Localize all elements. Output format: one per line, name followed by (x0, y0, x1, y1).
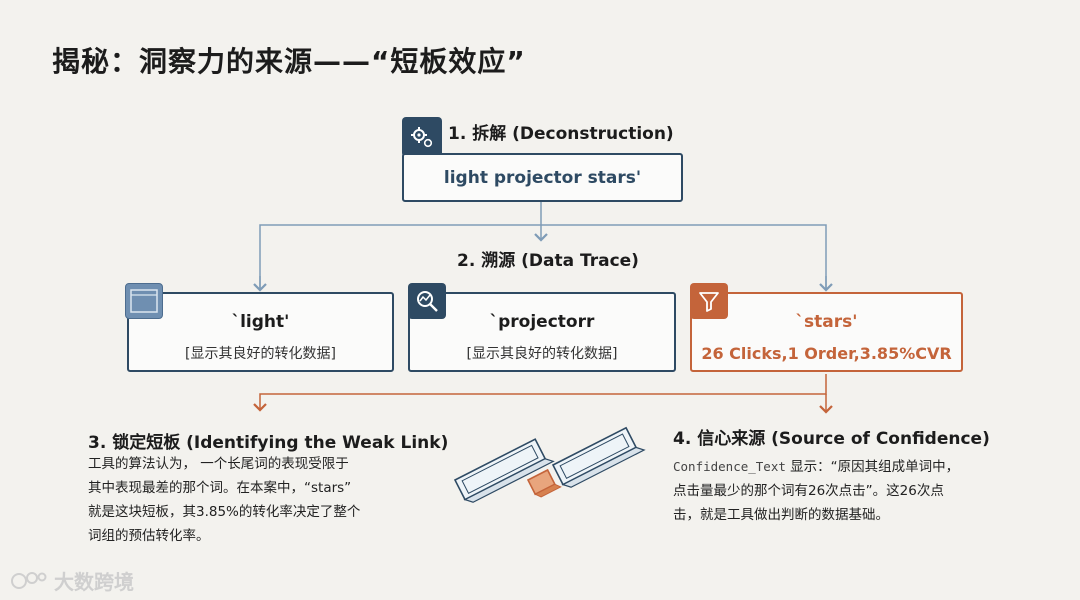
notebook-icon (125, 283, 163, 319)
step4-text: Confidence_Text 显示：“原因其组成单词中， 点击量最少的那个词有… (673, 455, 1013, 527)
watermark-logo-icon (10, 570, 48, 592)
step4-label: 4. 信心来源 (Source of Confidence) (673, 424, 990, 449)
weak-link-illustration (455, 425, 644, 505)
step3-line: 词组的预估转化率。 (88, 524, 438, 548)
step3-label: 3. 锁定短板 (Identifying the Weak Link) (88, 428, 448, 453)
step1-box: light projector stars' (402, 153, 683, 202)
step4-line: Confidence_Text 显示：“原因其组成单词中， (673, 455, 1013, 479)
step4-line: 点击量最少的那个词有26次点击”。这26次点 (673, 479, 1013, 503)
gears-icon (402, 117, 442, 157)
connector-orange (260, 374, 826, 410)
card-light-detail: [显示其良好的转化数据] (129, 343, 392, 363)
card-stars: `stars' 26 Clicks,1 Order,3.85%CVR (690, 292, 963, 372)
card-light: `light' [显示其良好的转化数据] (127, 292, 394, 372)
card-projector: `projectorr [显示其良好的转化数据] (408, 292, 676, 372)
card-stars-word: `stars' (692, 312, 961, 332)
step1-box-text: light projector stars' (404, 168, 681, 188)
step1-label: 1. 拆解 (Deconstruction) (448, 119, 674, 144)
step3-text: 工具的算法认为， 一个长尾词的表现受限于 其中表现最差的那个词。在本案中，“st… (88, 452, 438, 548)
card-projector-detail: [显示其良好的转化数据] (410, 343, 674, 363)
step4-line: 击，就是工具做出判断的数据基础。 (673, 503, 1013, 527)
funnel-icon (690, 283, 728, 319)
step2-label: 2. 溯源 (Data Trace) (457, 246, 639, 271)
card-stars-detail: 26 Clicks,1 Order,3.85%CVR (692, 344, 961, 363)
step3-line: 就是这块短板，其3.85%的转化率决定了整个 (88, 500, 438, 524)
card-light-word: `light' (129, 312, 392, 332)
step3-line: 其中表现最差的那个词。在本案中，“stars” (88, 476, 438, 500)
watermark-text: 大数跨境 (54, 566, 134, 595)
watermark: 大数跨境 (10, 566, 134, 595)
confidence-text-term: Confidence_Text (673, 459, 786, 474)
card-projector-word: `projectorr (410, 312, 674, 332)
step3-line: 工具的算法认为， 一个长尾词的表现受限于 (88, 452, 438, 476)
magnifier-chart-icon (408, 283, 446, 319)
